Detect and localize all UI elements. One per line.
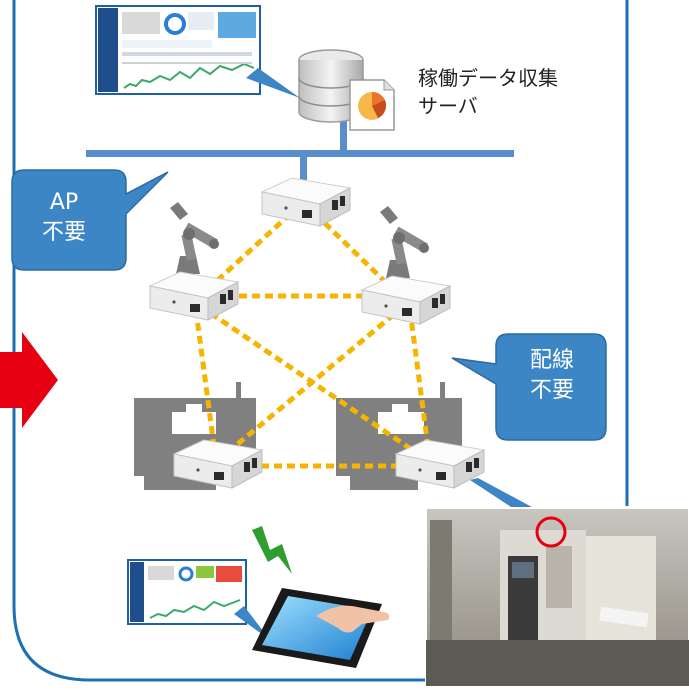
report-document-icon	[349, 79, 395, 131]
network-bus	[86, 150, 514, 157]
access-point-mid-left	[149, 271, 239, 321]
ap-uplink	[300, 155, 307, 185]
robot-arm-left	[170, 202, 219, 274]
dashboard-callout-tail	[246, 68, 300, 98]
wireless-signal-icon	[252, 526, 292, 574]
ap-unnecessary-callout	[11, 169, 169, 271]
wiring-callout-text: 配線 不要	[500, 346, 604, 406]
robot-arm-right	[380, 206, 429, 278]
tablet-dashboard-thumbnail	[127, 559, 247, 625]
ap-callout-text: AP 不要	[14, 188, 114, 248]
access-point-top	[261, 177, 351, 227]
server-uplink	[340, 118, 347, 153]
ap-callout-line2: 不要	[41, 220, 86, 245]
tablet-device-icon	[252, 588, 390, 668]
server-label-line2: サーバ	[418, 94, 478, 118]
ap-callout-line1: AP	[49, 190, 79, 215]
wiring-callout-line1: 配線	[529, 348, 574, 373]
database-server-icon	[298, 49, 364, 123]
red-arrow-icon	[0, 332, 58, 428]
server-label-line1: 稼働データ収集	[418, 66, 558, 90]
system-boundary-frame	[12, 0, 629, 682]
access-point-mid-right	[361, 275, 451, 325]
server-label: 稼働データ収集 サーバ	[418, 64, 558, 120]
dashboard-monitor-thumbnail	[95, 5, 261, 95]
wiring-callout-line2: 不要	[529, 378, 574, 403]
factory-site-photo	[425, 507, 689, 687]
wiring-unnecessary-callout	[451, 333, 607, 441]
